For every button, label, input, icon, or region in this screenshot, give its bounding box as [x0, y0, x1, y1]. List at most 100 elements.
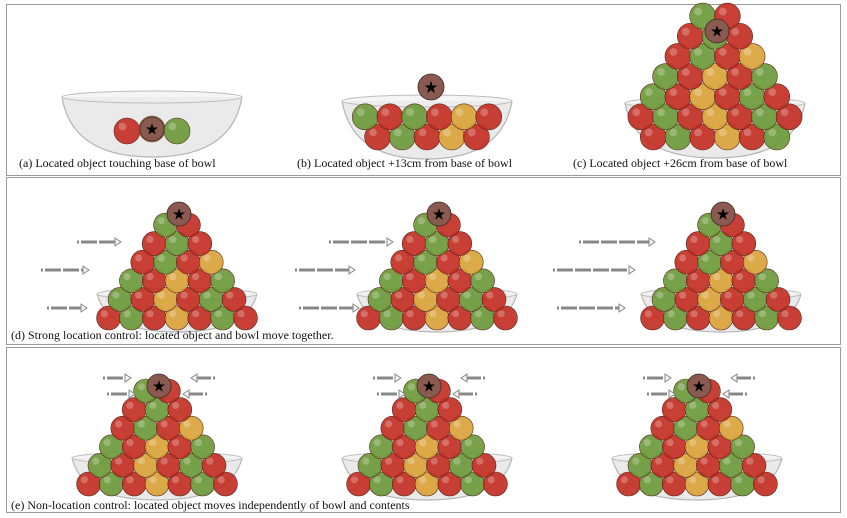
fruit-ball	[639, 123, 667, 151]
fruit-ball	[87, 453, 113, 478]
motion-arrow	[329, 237, 394, 247]
panel-row-abc: ★ ★ ★ (a) Located object touching base o…	[6, 2, 841, 176]
located-object: ★	[710, 201, 736, 227]
right-push-arrow	[190, 373, 215, 383]
fruit-ball	[701, 103, 729, 131]
fruit-ball	[663, 305, 688, 331]
fruit-ball	[163, 117, 191, 145]
star-icon: ★	[152, 377, 166, 395]
caption-b: (b) Located object +13cm from base of bo…	[297, 156, 513, 170]
fruit-ball	[426, 103, 453, 131]
right-push-arrow	[452, 389, 477, 399]
fruit-ball	[133, 453, 158, 478]
fruit-ball	[475, 103, 503, 131]
fruit-ball	[401, 305, 427, 331]
right-push-arrow	[182, 389, 207, 399]
fruit-ball	[436, 287, 461, 312]
fruit-ball	[720, 287, 745, 312]
caption-d: (d) Strong location control: located obj…	[11, 328, 334, 342]
left-push-arrow	[377, 389, 406, 399]
fruit-ball	[742, 249, 768, 275]
fruit-ball	[164, 305, 190, 331]
fruit-ball	[99, 471, 124, 497]
fruit-ball	[775, 103, 803, 131]
fruit-ball	[753, 471, 778, 497]
fruit-ball	[424, 305, 450, 331]
fruit-ball	[701, 63, 729, 90]
motion-arrow	[579, 237, 656, 247]
fruit-ball	[380, 415, 406, 441]
fruit-ball	[471, 453, 497, 478]
fruit-ball	[677, 22, 704, 50]
fruit-ball	[689, 43, 716, 70]
fruit-ball	[483, 471, 508, 497]
left-push-arrow	[643, 373, 672, 383]
fruit-ball	[731, 305, 757, 331]
fruit-ball	[164, 268, 190, 294]
fruit-ball	[390, 287, 416, 312]
located-object: ★	[704, 18, 730, 44]
fruit-ball	[190, 434, 215, 460]
scene-d2-bowl: ★	[295, 201, 518, 333]
fruit-ball	[357, 453, 383, 478]
fruit-ball	[697, 287, 722, 312]
fruit-ball	[401, 103, 428, 131]
fruit-ball	[684, 434, 710, 460]
star-icon: ★	[710, 22, 724, 40]
left-push-arrow	[373, 373, 402, 383]
fruit-ball	[141, 268, 167, 294]
fruit-ball	[107, 287, 133, 312]
located-object: ★	[417, 73, 445, 101]
fruit-ball	[741, 453, 767, 478]
fruit-ball	[438, 123, 465, 151]
motion-arrow	[553, 265, 636, 275]
fruit-ball	[458, 249, 484, 275]
fruit-ball	[731, 231, 757, 256]
fruit-ball	[356, 305, 381, 331]
fruit-ball	[696, 453, 721, 478]
fruit-ball	[460, 471, 485, 497]
fruit-ball	[726, 103, 753, 131]
caption-a: (a) Located object touching base of bowl	[19, 156, 216, 170]
fruit-ball	[351, 103, 379, 131]
motion-arrow	[557, 303, 626, 313]
located-object: ★	[146, 373, 172, 399]
fruit-ball	[96, 305, 121, 331]
fruit-ball	[391, 471, 417, 497]
scene-c-bowl: ★	[624, 2, 806, 159]
fruit-ball	[167, 397, 193, 422]
fruit-ball	[447, 231, 473, 256]
scene-a-bowl: ★	[61, 90, 243, 158]
star-icon: ★	[716, 205, 730, 223]
fruit-ball	[376, 103, 404, 131]
fruit-ball	[661, 397, 687, 422]
located-object: ★	[426, 201, 452, 227]
fruit-ball	[751, 63, 778, 90]
fruit-ball	[627, 103, 655, 131]
panel-row-e: ★ ★ ★ (e) Non-location control: located …	[6, 347, 841, 513]
star-icon: ★	[422, 377, 436, 395]
located-object: ★	[166, 201, 192, 227]
fruit-ball	[707, 434, 733, 460]
fruit-ball	[754, 305, 779, 331]
fruit-ball	[689, 123, 716, 151]
fruit-ball	[481, 287, 507, 312]
fruit-ball	[714, 43, 741, 70]
fruit-ball	[414, 471, 440, 497]
fruit-ball	[390, 249, 416, 275]
fruit-ball	[190, 471, 215, 497]
scene-d3-bowl: ★	[553, 201, 802, 333]
fruit-ball	[164, 231, 190, 256]
star-icon: ★	[692, 377, 706, 395]
star-icon: ★	[423, 77, 438, 97]
fruit-ball	[639, 83, 667, 110]
fruit-ball	[763, 83, 791, 110]
fruit-ball	[673, 415, 698, 441]
fruit-ball	[119, 268, 144, 294]
fruit-ball	[708, 268, 734, 294]
scene-e1-bowl: ★	[71, 373, 243, 501]
fruit-ball	[450, 103, 478, 131]
fruit-ball	[76, 471, 101, 497]
fruit-ball	[110, 453, 136, 478]
fruit-ball	[141, 231, 167, 256]
